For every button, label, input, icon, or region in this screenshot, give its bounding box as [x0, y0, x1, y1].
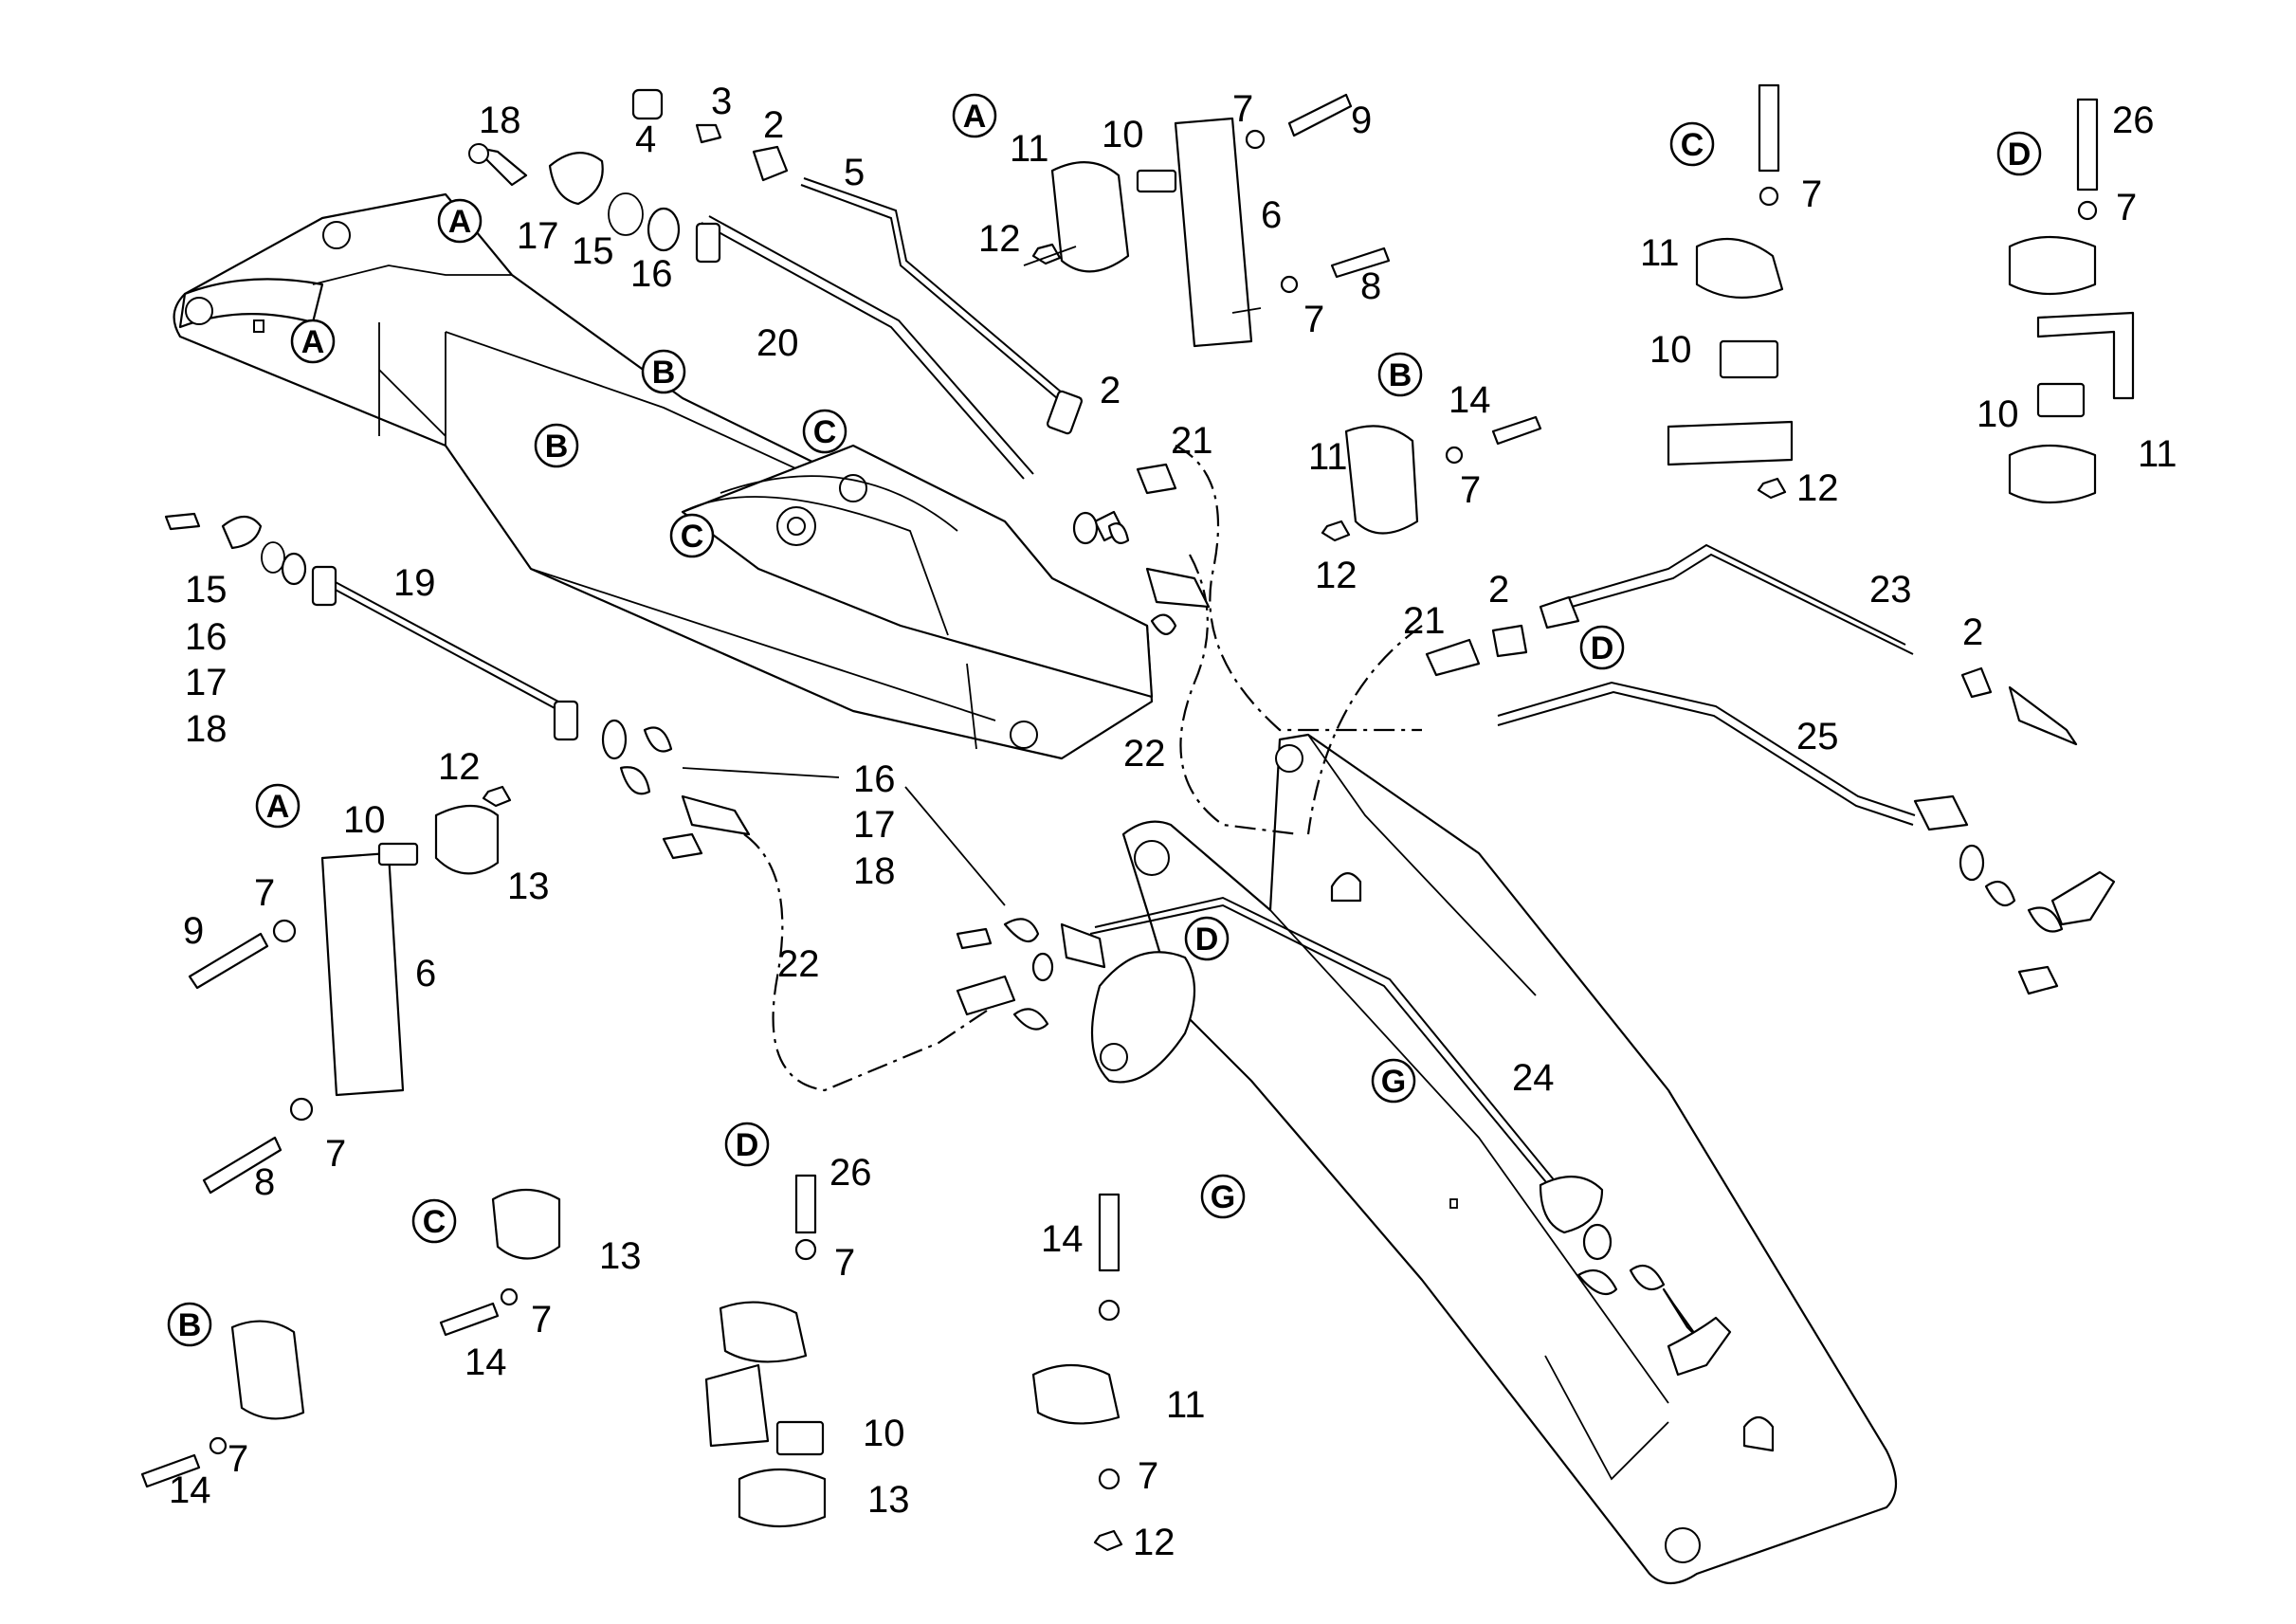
- callout-17: 17: [853, 804, 896, 846]
- callout-2: 2: [1488, 569, 1509, 611]
- callout-18: 18: [185, 708, 228, 750]
- callout-14: 14: [1041, 1218, 1084, 1260]
- callout-12: 12: [978, 218, 1021, 260]
- callout-7: 7: [1232, 88, 1253, 130]
- callout-2: 2: [1962, 611, 1983, 653]
- callout-7: 7: [1138, 1455, 1158, 1497]
- marker-A: A: [448, 204, 472, 240]
- callout-10: 10: [1977, 393, 2019, 435]
- callout-16: 16: [630, 253, 673, 295]
- callout-12: 12: [1796, 467, 1839, 509]
- callout-2: 2: [1100, 370, 1121, 411]
- callout-3: 3: [711, 81, 732, 122]
- callout-18: 18: [479, 100, 521, 141]
- callout-9: 9: [1351, 100, 1372, 141]
- marker-B: B: [178, 1307, 202, 1343]
- callout-10: 10: [863, 1413, 905, 1454]
- callout-8: 8: [254, 1161, 275, 1203]
- callout-7: 7: [834, 1242, 855, 1284]
- callout-7: 7: [1303, 299, 1324, 340]
- marker-C: C: [681, 519, 704, 555]
- marker-C: C: [423, 1204, 446, 1240]
- callout-21: 21: [1403, 600, 1446, 642]
- callout-13: 13: [507, 866, 550, 907]
- callout-14: 14: [1449, 379, 1491, 421]
- marker-A: A: [963, 99, 987, 135]
- callout-7: 7: [531, 1299, 552, 1341]
- callout-11: 11: [2138, 433, 2178, 475]
- pipes: [331, 177, 1916, 1205]
- callout-23: 23: [1869, 569, 1912, 611]
- callout-18: 18: [853, 850, 896, 892]
- callout-14: 14: [169, 1469, 211, 1511]
- callout-7: 7: [325, 1133, 346, 1175]
- callout-10: 10: [1649, 329, 1692, 371]
- callout-25: 25: [1796, 716, 1839, 757]
- callout-14: 14: [465, 1341, 507, 1383]
- callout-12: 12: [1133, 1522, 1175, 1563]
- callout-2: 2: [763, 104, 784, 146]
- detail-markers: A A A A B B B B C C C C D D D D G G: [167, 93, 2042, 1347]
- marker-D: D: [1195, 921, 1219, 958]
- callout-19: 19: [393, 562, 436, 604]
- callout-10: 10: [1102, 114, 1144, 155]
- callout-13: 13: [599, 1235, 642, 1277]
- callout-16: 16: [853, 758, 896, 800]
- callout-10: 10: [343, 799, 386, 841]
- callout-8: 8: [1360, 265, 1381, 307]
- callout-15: 15: [185, 569, 228, 611]
- callout-7: 7: [254, 872, 275, 914]
- callout-12: 12: [438, 746, 481, 788]
- marker-G: G: [1381, 1064, 1406, 1100]
- callout-5: 5: [844, 152, 865, 193]
- fittings: [140, 83, 2135, 1552]
- boom: [173, 192, 1154, 760]
- arm: [1090, 733, 1897, 1585]
- callout-6: 6: [1261, 194, 1282, 236]
- callout-26: 26: [2112, 100, 2155, 141]
- marker-A: A: [266, 789, 290, 825]
- callout-11: 11: [1640, 232, 1680, 274]
- callout-21: 21: [1171, 420, 1213, 462]
- marker-D: D: [1591, 630, 1614, 666]
- marker-B: B: [652, 355, 676, 391]
- callout-6: 6: [415, 953, 436, 994]
- callout-labels: 18 4 3 2 5 17 15 16 20 11 10 7 9 12 6 8 …: [169, 81, 2178, 1563]
- callout-15: 15: [572, 230, 614, 272]
- callout-26: 26: [829, 1152, 872, 1194]
- marker-B: B: [545, 429, 569, 465]
- callout-7: 7: [1801, 173, 1822, 215]
- callout-11: 11: [1010, 128, 1049, 170]
- marker-G: G: [1211, 1179, 1235, 1215]
- marker-B: B: [1389, 357, 1412, 393]
- callout-7: 7: [228, 1438, 248, 1480]
- callout-7: 7: [1460, 469, 1481, 511]
- callout-20: 20: [756, 322, 799, 364]
- callout-7: 7: [2116, 187, 2137, 228]
- marker-D: D: [736, 1127, 759, 1163]
- callout-9: 9: [183, 910, 204, 952]
- marker-C: C: [1681, 127, 1704, 163]
- callout-4: 4: [635, 119, 656, 160]
- callout-22: 22: [777, 943, 820, 985]
- marker-D: D: [2008, 137, 2032, 173]
- callout-17: 17: [517, 215, 559, 257]
- callout-11: 11: [1308, 436, 1348, 478]
- callout-11: 11: [1166, 1384, 1206, 1426]
- callout-16: 16: [185, 616, 228, 658]
- callout-22: 22: [1123, 733, 1166, 775]
- callout-17: 17: [185, 662, 228, 703]
- callout-24: 24: [1512, 1057, 1555, 1099]
- marker-C: C: [813, 414, 837, 450]
- callout-13: 13: [867, 1479, 910, 1521]
- marker-A: A: [301, 324, 325, 360]
- callout-12: 12: [1315, 555, 1358, 596]
